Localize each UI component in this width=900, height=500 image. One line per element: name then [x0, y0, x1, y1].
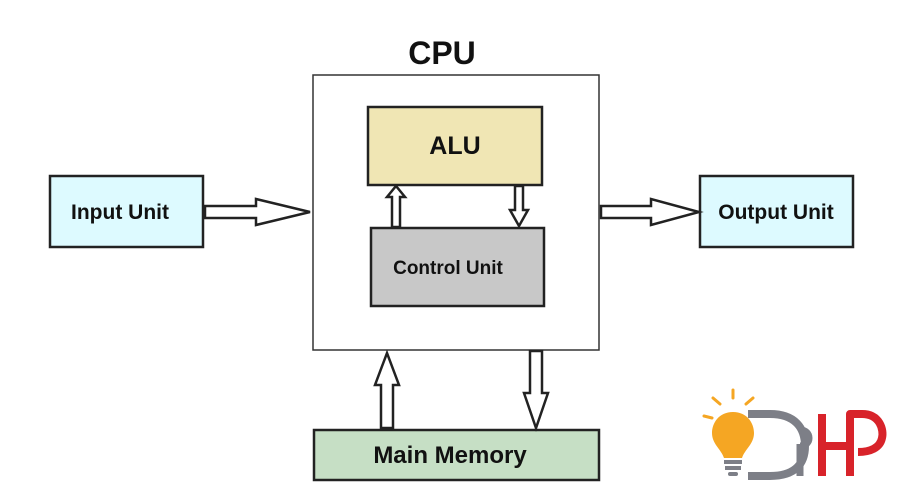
- alu-label: ALU: [429, 132, 480, 160]
- output-unit-box: [698, 174, 855, 249]
- output-unit-node: Output Unit: [698, 174, 855, 249]
- input-unit-box: [48, 174, 205, 249]
- cpu-title: CPU: [408, 35, 476, 71]
- logo-letter-h-shape: [818, 414, 850, 476]
- arrow-alu-to-control: [507, 184, 531, 229]
- drhp-logo: [702, 388, 887, 480]
- main-memory-box: [312, 428, 601, 482]
- control-unit-node: Control Unit: [369, 226, 546, 308]
- arrow-control-to-alu: [384, 184, 408, 229]
- bulb-rays-icon: [702, 388, 755, 420]
- logo-letter-p-shape: [846, 410, 887, 476]
- control-unit-box: [369, 226, 546, 308]
- input-unit-label: Input Unit: [71, 201, 169, 224]
- logo-letter-d-shape: [748, 410, 809, 480]
- arrow-cpu-to-output: [599, 197, 704, 227]
- main-memory-label: Main Memory: [373, 442, 527, 469]
- output-unit-label: Output Unit: [718, 201, 833, 224]
- input-unit-node: Input Unit: [48, 174, 205, 249]
- lightbulb-icon: [712, 412, 754, 476]
- alu-box: [366, 105, 544, 187]
- arrow-cpu-to-memory: [522, 349, 550, 432]
- main-memory-node: Main Memory: [312, 428, 601, 482]
- control-unit-label: Control Unit: [393, 258, 503, 279]
- alu-node: ALU: [366, 105, 544, 187]
- arrow-memory-to-cpu: [373, 349, 401, 430]
- logo-letter-r-shape: [796, 426, 813, 476]
- arrow-input-to-cpu: [203, 197, 311, 227]
